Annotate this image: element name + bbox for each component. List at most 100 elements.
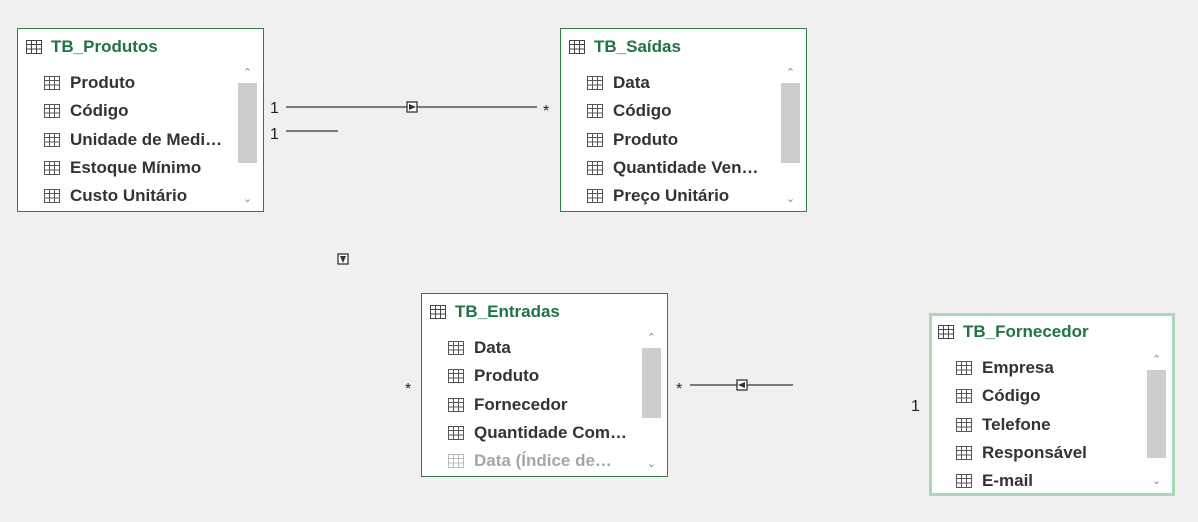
field-name: Código bbox=[613, 101, 672, 121]
table-title[interactable]: TB_Produtos bbox=[26, 37, 158, 57]
scrollbar[interactable]: ⌃ ⌄ bbox=[781, 65, 800, 207]
field-item[interactable]: E-mail bbox=[956, 467, 1144, 495]
table-icon bbox=[26, 40, 42, 54]
relationship-produtos-saidas[interactable]: 1 * bbox=[270, 100, 549, 120]
scrollbar[interactable]: ⌃ ⌄ bbox=[238, 65, 257, 207]
cardinality-one-label: 1 bbox=[270, 126, 279, 143]
field-item[interactable]: Estoque Mínimo bbox=[44, 154, 235, 182]
field-name: Data bbox=[474, 338, 511, 358]
cardinality-many-label: * bbox=[676, 381, 682, 398]
field-name: Data bbox=[613, 73, 650, 93]
field-name: Unidade de Medi… bbox=[70, 129, 223, 149]
field-item[interactable]: Produto bbox=[44, 69, 235, 97]
table-icon bbox=[569, 40, 585, 54]
field-name: Quantidade Com… bbox=[474, 423, 628, 443]
cardinality-many-label: * bbox=[405, 381, 411, 398]
field-icon bbox=[956, 389, 972, 404]
table-title[interactable]: TB_Entradas bbox=[430, 302, 560, 322]
relationship-fornecedor-entradas[interactable]: * 1 bbox=[676, 379, 920, 415]
field-item[interactable]: Fornecedor bbox=[448, 391, 639, 419]
relationship-produtos-entradas[interactable]: 1 * bbox=[270, 126, 411, 398]
field-icon bbox=[587, 189, 603, 204]
table-icon bbox=[430, 305, 446, 319]
cardinality-one-label: 1 bbox=[911, 398, 920, 415]
scrollbar-thumb[interactable] bbox=[642, 348, 661, 418]
table-card-saidas[interactable]: TB_Saídas Data Código Produto Quantidade… bbox=[560, 28, 807, 212]
chevron-down-icon[interactable]: ⌄ bbox=[646, 458, 657, 470]
field-item[interactable]: Unidade de Medi… bbox=[44, 126, 235, 154]
field-item[interactable]: Empresa bbox=[956, 354, 1144, 382]
field-icon bbox=[448, 341, 464, 356]
field-item[interactable]: Telefone bbox=[956, 411, 1144, 439]
field-icon bbox=[44, 189, 60, 204]
field-icon bbox=[44, 76, 60, 91]
field-item[interactable]: Preço Unitário bbox=[587, 182, 778, 210]
chevron-up-icon[interactable]: ⌃ bbox=[785, 67, 796, 79]
field-icon bbox=[448, 454, 464, 469]
field-name: Responsável bbox=[982, 443, 1087, 463]
chevron-down-icon[interactable]: ⌄ bbox=[1151, 475, 1162, 487]
scrollbar-thumb[interactable] bbox=[1147, 370, 1166, 458]
field-icon bbox=[956, 361, 972, 376]
table-name: TB_Entradas bbox=[455, 302, 560, 321]
field-name: Código bbox=[70, 101, 129, 121]
field-icon bbox=[448, 426, 464, 441]
field-icon bbox=[956, 417, 972, 432]
table-card-entradas[interactable]: TB_Entradas Data Produto Fornecedor Quan… bbox=[421, 293, 668, 477]
field-item[interactable]: Produto bbox=[587, 126, 778, 154]
scrollbar-thumb[interactable] bbox=[781, 83, 800, 163]
table-name: TB_Fornecedor bbox=[963, 322, 1089, 341]
field-icon bbox=[448, 397, 464, 412]
chevron-down-icon[interactable]: ⌄ bbox=[242, 193, 253, 205]
field-name: Telefone bbox=[982, 414, 1051, 434]
chevron-down-icon[interactable]: ⌄ bbox=[785, 193, 796, 205]
field-icon bbox=[587, 161, 603, 176]
field-icon bbox=[956, 446, 972, 461]
field-item[interactable]: Quantidade Com… bbox=[448, 419, 639, 447]
field-name: Produto bbox=[474, 366, 540, 386]
filter-direction-icon bbox=[406, 101, 418, 113]
field-icon bbox=[44, 132, 60, 147]
cardinality-one-label: 1 bbox=[270, 100, 279, 117]
field-item[interactable]: Data bbox=[587, 69, 778, 97]
field-item[interactable]: Responsável bbox=[956, 439, 1144, 467]
field-item[interactable]: Custo Unitário bbox=[44, 182, 235, 210]
scrollbar[interactable]: ⌃ ⌄ bbox=[642, 330, 661, 472]
chevron-up-icon[interactable]: ⌃ bbox=[1151, 354, 1162, 366]
field-item[interactable]: Quantidade Ven… bbox=[587, 154, 778, 182]
table-name: TB_Produtos bbox=[51, 37, 158, 56]
field-icon bbox=[587, 132, 603, 147]
field-icon bbox=[956, 474, 972, 489]
field-icon bbox=[44, 161, 60, 176]
field-name: Preço Unitário bbox=[613, 186, 730, 206]
table-name: TB_Saídas bbox=[594, 37, 681, 56]
field-name: Código bbox=[982, 386, 1041, 406]
field-name: Produto bbox=[70, 73, 136, 93]
scrollbar[interactable]: ⌃ ⌄ bbox=[1147, 352, 1166, 489]
table-card-produtos[interactable]: TB_Produtos Produto Código Unidade de Me… bbox=[17, 28, 264, 212]
table-card-fornecedor[interactable]: TB_Fornecedor Empresa Código Telefone Re… bbox=[929, 313, 1175, 496]
field-name: Estoque Mínimo bbox=[70, 158, 202, 178]
field-item[interactable]: Código bbox=[956, 382, 1144, 410]
field-item[interactable]: Código bbox=[587, 97, 778, 125]
scrollbar-thumb[interactable] bbox=[238, 83, 257, 163]
field-name: Data (Índice de… bbox=[474, 451, 612, 471]
field-item[interactable]: Data (Índice de… bbox=[448, 447, 639, 475]
cardinality-many-label: * bbox=[543, 103, 549, 120]
filter-direction-icon bbox=[736, 379, 748, 391]
field-name: Produto bbox=[613, 129, 679, 149]
field-name: E-mail bbox=[982, 471, 1034, 491]
field-icon bbox=[44, 104, 60, 119]
field-name: Quantidade Ven… bbox=[613, 158, 759, 178]
table-title[interactable]: TB_Fornecedor bbox=[938, 322, 1089, 342]
table-icon bbox=[938, 325, 954, 339]
chevron-up-icon[interactable]: ⌃ bbox=[646, 332, 657, 344]
field-item[interactable]: Código bbox=[44, 97, 235, 125]
filter-direction-icon bbox=[337, 253, 349, 265]
field-item[interactable]: Produto bbox=[448, 362, 639, 390]
field-item[interactable]: Data bbox=[448, 334, 639, 362]
field-name: Fornecedor bbox=[474, 394, 568, 414]
table-title[interactable]: TB_Saídas bbox=[569, 37, 681, 57]
chevron-up-icon[interactable]: ⌃ bbox=[242, 67, 253, 79]
